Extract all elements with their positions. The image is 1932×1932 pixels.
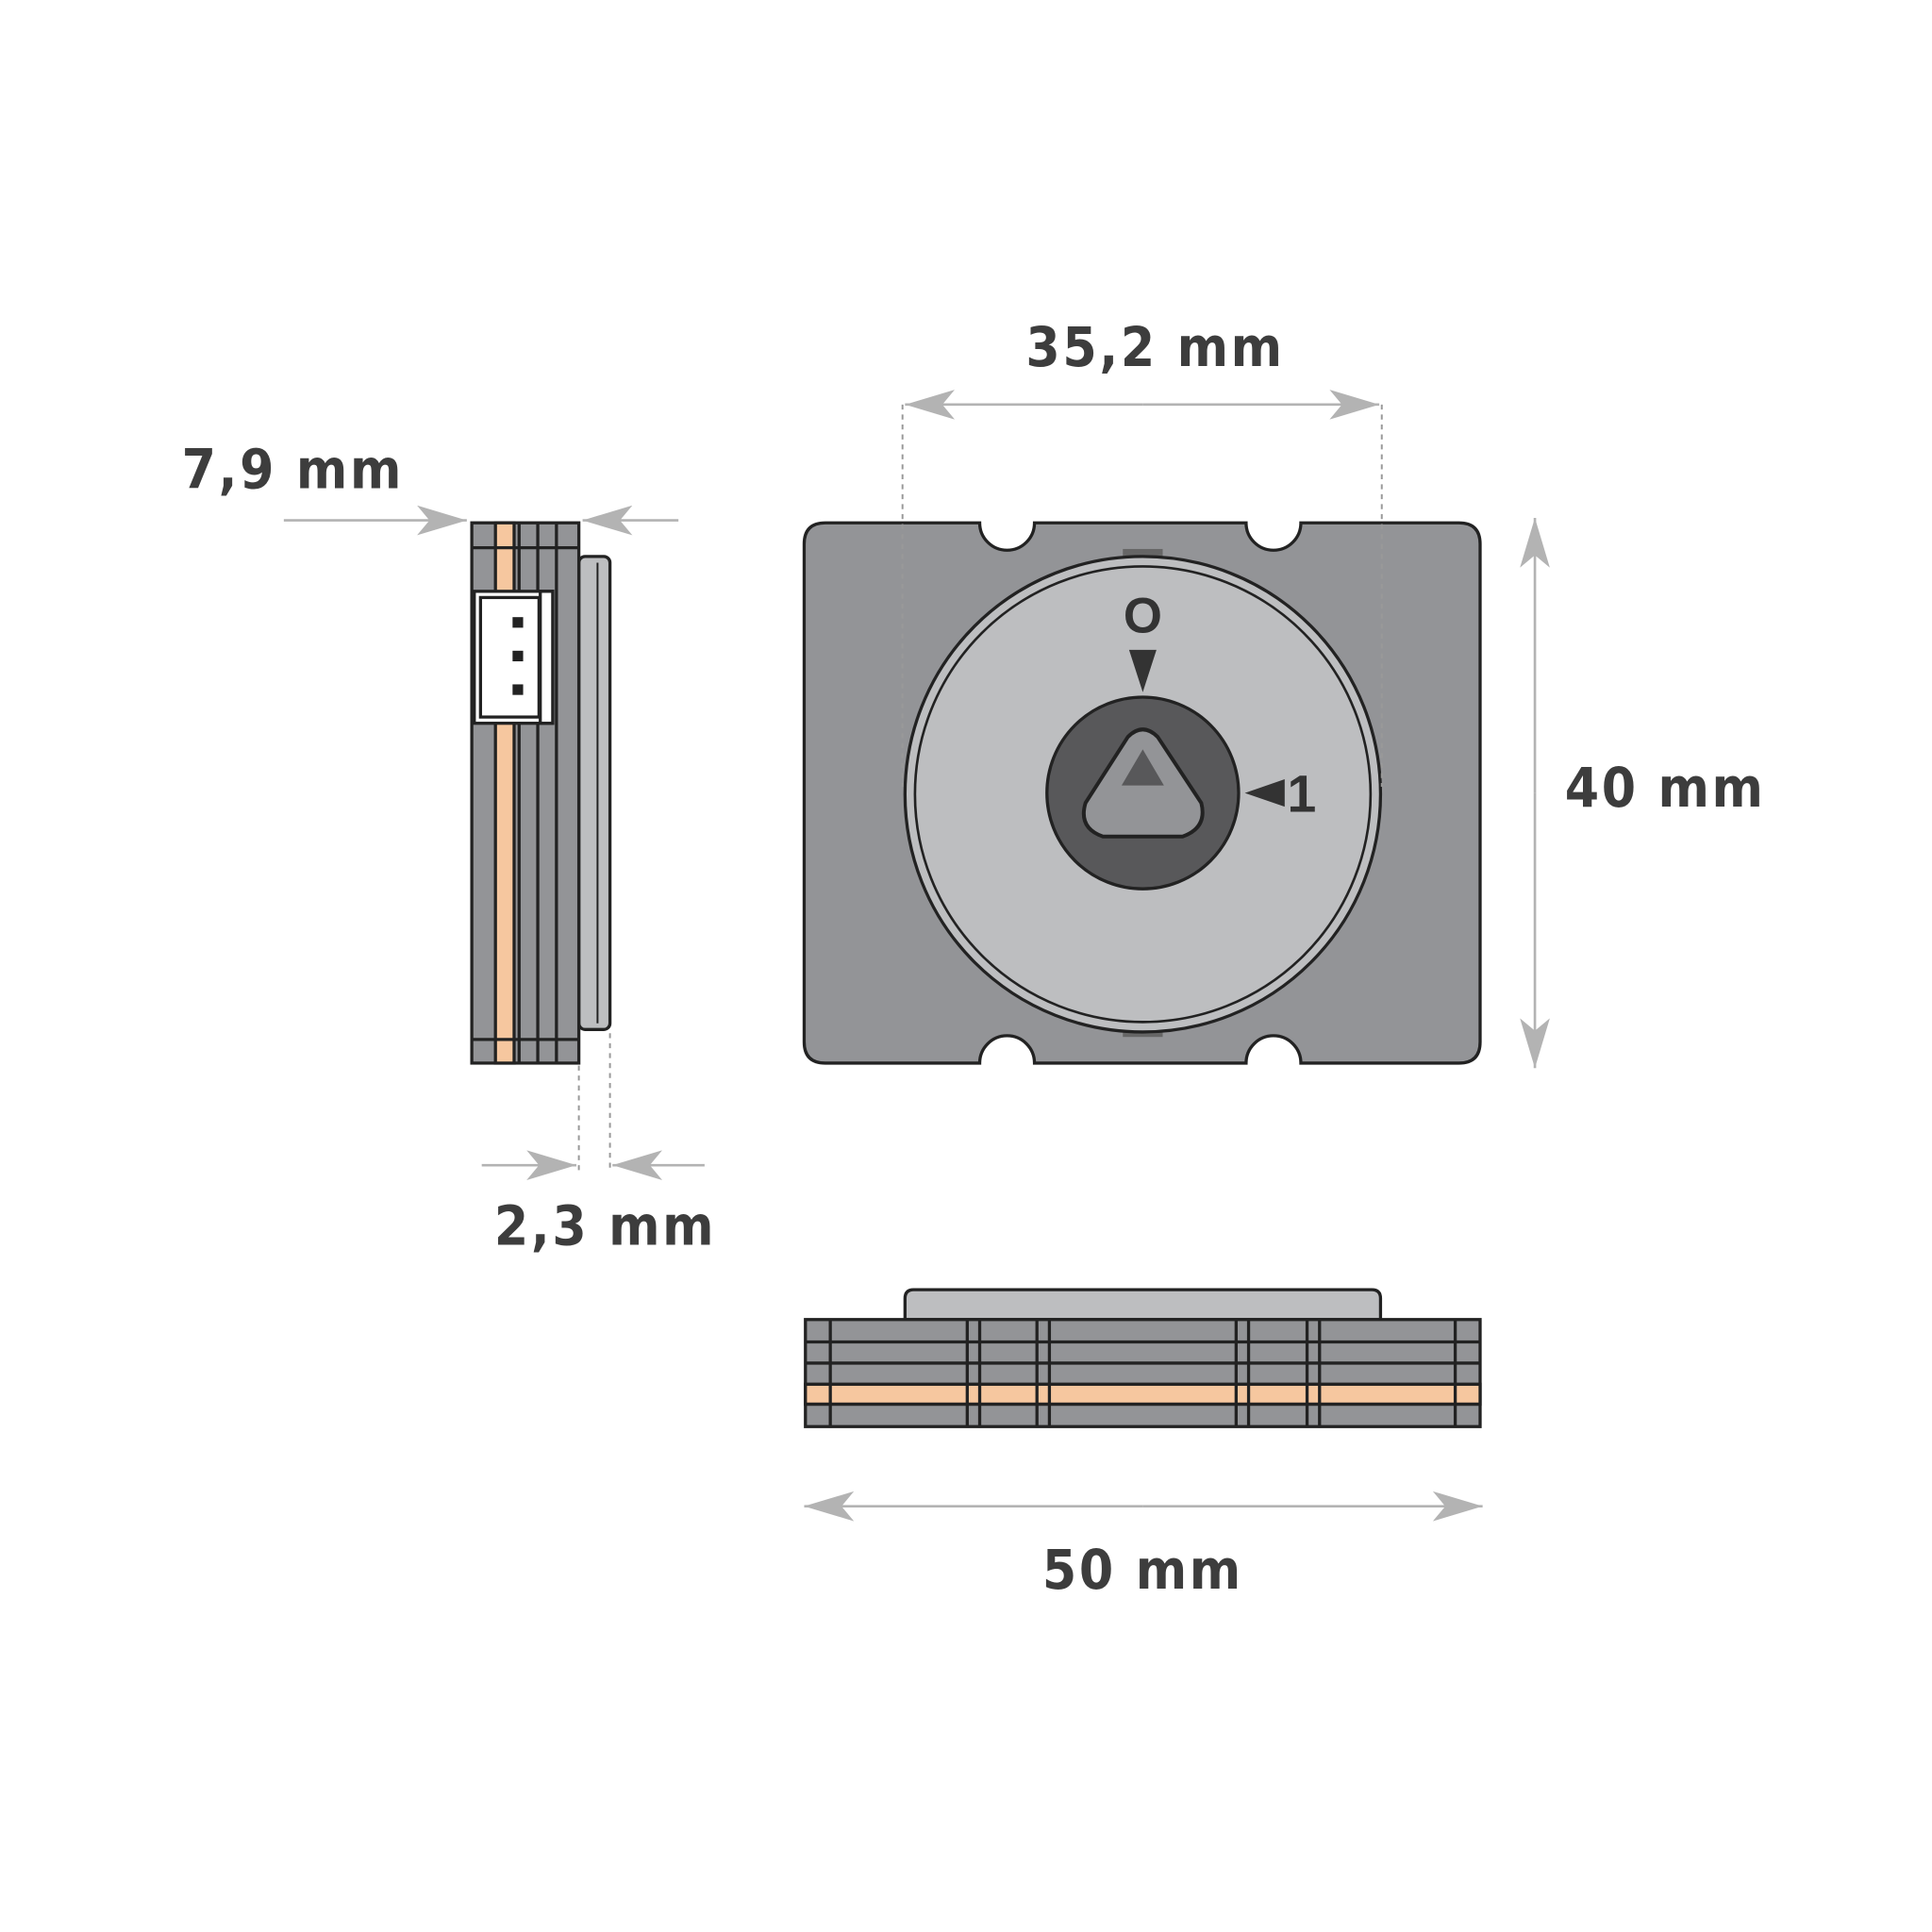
dim-width: 50 mm [804,1491,1483,1602]
dim-height: 40 mm [1520,517,1766,1069]
off-mark: O [1124,588,1162,643]
dim-depth-total: 7,9 mm [182,437,679,536]
connector [473,590,555,725]
dim-label-width: 50 mm [1042,1538,1243,1602]
bottom-view [804,1288,1482,1428]
front-view: O 1 [802,521,1482,1065]
dim-knob-height: 2,3 mm [481,1033,716,1258]
dim-label-knob-diameter: 35,2 mm [1025,315,1284,379]
off-pointer-icon [1128,649,1157,692]
bottom-knob-profile [903,1288,1383,1322]
dim-label-knob-height: 2,3 mm [494,1194,716,1258]
dim-label-height: 40 mm [1565,756,1766,820]
dim-knob-diameter: 35,2 mm [901,315,1383,787]
bottom-copper-layer [804,1382,1482,1407]
side-knob-profile [576,555,612,1031]
dim-label-depth: 7,9 mm [182,437,404,501]
bottom-body [804,1318,1482,1428]
side-view [470,521,612,1065]
knob-inner-ring [913,565,1373,1024]
on-pointer-icon [1244,779,1285,808]
on-mark: 1 [1287,764,1316,823]
